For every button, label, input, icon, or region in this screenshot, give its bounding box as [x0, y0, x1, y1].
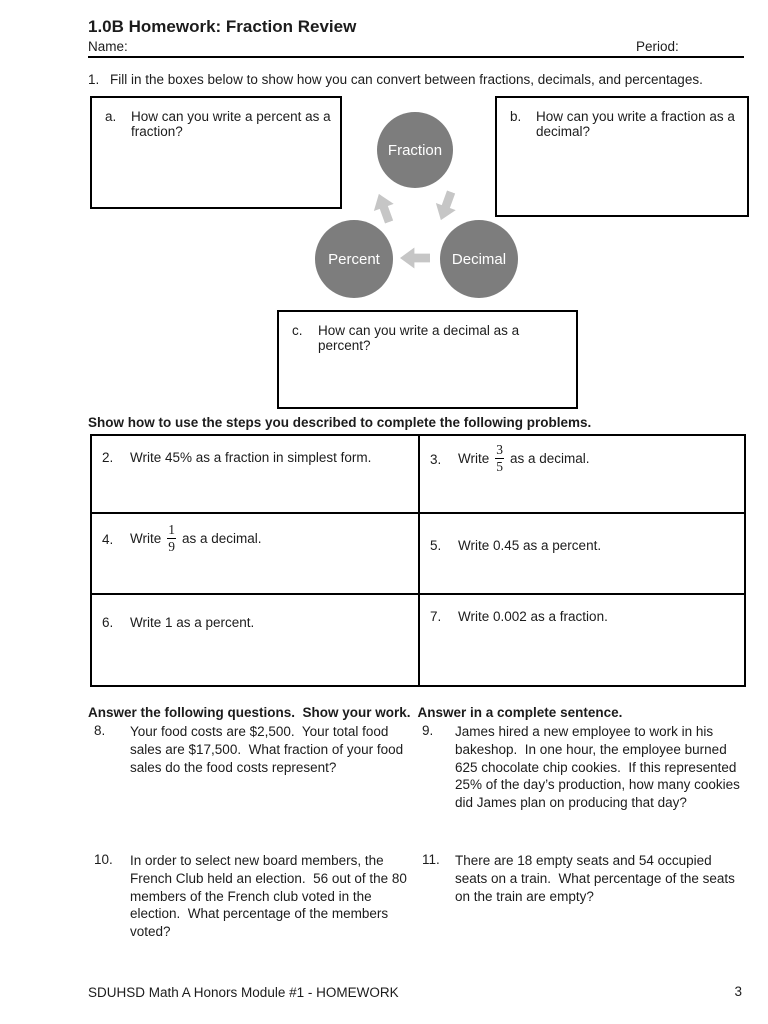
problem-5-text: Write 0.45 as a percent. — [458, 538, 602, 553]
header-divider — [88, 56, 744, 58]
name-label: Name: — [88, 39, 128, 54]
problem-2-number: 2. — [102, 450, 114, 465]
box-b-label: b. — [510, 109, 522, 124]
word-problem-8-text: Your food costs are $2,500. Your total f… — [130, 724, 407, 775]
box-a-label: a. — [105, 109, 117, 124]
problems-table: 2. Write 45% as a fraction in simplest f… — [90, 434, 746, 687]
problem-7-number: 7. — [430, 609, 442, 624]
problem-4-number: 4. — [102, 532, 114, 547]
problem-3-number: 3. — [430, 452, 442, 467]
word-problem-11-number: 11. — [422, 852, 440, 867]
problem-2: 2. Write 45% as a fraction in simplest f… — [92, 436, 420, 514]
answer-box-b: b. How can you write a fraction as a dec… — [495, 96, 749, 217]
word-problem-11: 11. There are 18 empty seats and 54 occu… — [422, 852, 747, 905]
box-a-text: How can you write a percent as a fractio… — [131, 109, 335, 139]
answer-box-a: a. How can you write a percent as a frac… — [90, 96, 342, 209]
box-c-label: c. — [292, 323, 303, 338]
cycle-arrow-percent-to-fraction-icon — [368, 190, 401, 226]
problem-7-text: Write 0.002 as a fraction. — [458, 609, 608, 624]
word-problem-8-number: 8. — [94, 723, 106, 738]
word-problem-8: 8. Your food costs are $2,500. Your tota… — [94, 723, 420, 776]
question-1-text: Fill in the boxes below to show how you … — [110, 72, 703, 87]
problem-6: 6. Write 1 as a percent. — [92, 595, 420, 685]
box-b-text: How can you write a fraction as a decima… — [536, 109, 739, 139]
period-label: Period: — [636, 39, 679, 54]
answer-box-c: c. How can you write a decimal as a perc… — [277, 310, 578, 409]
problem-5-number: 5. — [430, 538, 442, 553]
question-1-number: 1. — [88, 72, 100, 87]
diagram-node-fraction: Fraction — [377, 112, 453, 188]
cycle-arrow-decimal-to-percent-icon — [400, 246, 430, 270]
page-title: 1.0B Homework: Fraction Review — [88, 17, 357, 36]
problem-6-number: 6. — [102, 615, 114, 630]
footer-course-label: SDUHSD Math A Honors Module #1 - HOMEWOR… — [88, 985, 399, 1000]
problem-7: 7. Write 0.002 as a fraction. — [420, 595, 744, 685]
word-problem-9-text: James hired a new employee to work in hi… — [455, 724, 744, 811]
word-problems-heading: Answer the following questions. Show you… — [88, 705, 623, 720]
cycle-arrow-fraction-to-decimal-icon — [430, 188, 463, 224]
box-c-text: How can you write a decimal as a percent… — [318, 323, 523, 353]
problems-heading: Show how to use the steps you described … — [88, 415, 592, 430]
footer-page-number: 3 — [734, 984, 742, 999]
word-problem-9: 9. James hired a new employee to work in… — [422, 723, 747, 812]
diagram-node-percent: Percent — [315, 220, 393, 298]
word-problem-10: 10. In order to select new board members… — [94, 852, 425, 941]
word-problem-11-text: There are 18 empty seats and 54 occupied… — [455, 853, 739, 904]
word-problem-9-number: 9. — [422, 723, 434, 738]
problem-2-text: Write 45% as a fraction in simplest form… — [130, 450, 372, 465]
word-problem-10-number: 10. — [94, 852, 113, 867]
word-problem-10-text: In order to select new board members, th… — [130, 853, 411, 940]
diagram-node-decimal: Decimal — [440, 220, 518, 298]
question-1: 1. Fill in the boxes below to show how y… — [88, 72, 703, 87]
problem-5: 5. Write 0.45 as a percent. — [420, 514, 744, 595]
problem-6-text: Write 1 as a percent. — [130, 615, 255, 630]
